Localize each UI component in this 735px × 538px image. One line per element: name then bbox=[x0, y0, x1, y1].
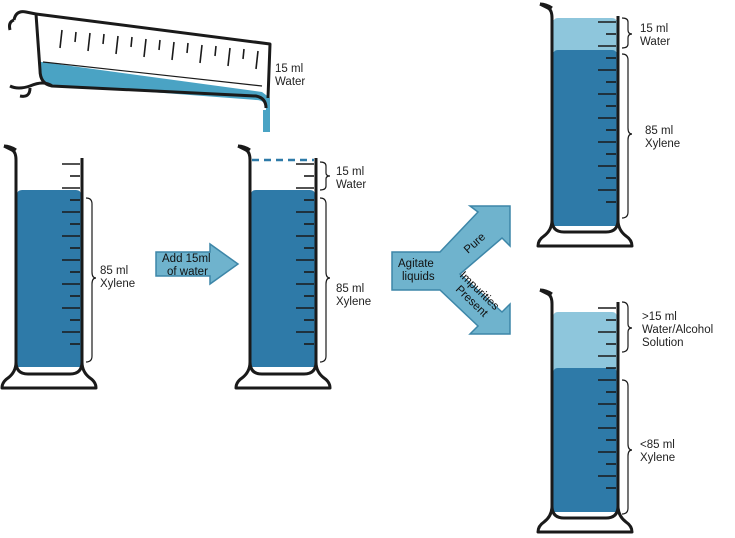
cylinder-1-xylene-amount: 85 ml bbox=[100, 265, 128, 277]
cylinder-2-xylene-amount: 85 ml bbox=[336, 283, 364, 295]
cylinder-pure bbox=[536, 2, 634, 248]
cylinder-2-xylene bbox=[251, 195, 315, 367]
cylinder-2-water-substance: Water bbox=[336, 179, 366, 191]
cylinder-1-xylene bbox=[17, 195, 81, 367]
pour-label-amount: 15 ml bbox=[275, 63, 303, 75]
cylinder-1-xylene-substance: Xylene bbox=[100, 278, 135, 290]
cylinder-impure bbox=[536, 288, 634, 534]
cylinder-2-xylene-substance: Xylene bbox=[336, 296, 371, 308]
agitate-label-line2: liquids bbox=[402, 271, 435, 283]
cylinder-2-water-amount: 15 ml bbox=[336, 166, 364, 178]
cylinder-impure-water bbox=[553, 318, 617, 374]
cylinder-impure-xylene bbox=[553, 372, 617, 512]
cylinder-impure-water-amount: >15 ml bbox=[642, 311, 677, 323]
cylinder-impure-xylene-amount: <85 ml bbox=[640, 439, 675, 451]
agitate-branch-arrow bbox=[391, 205, 511, 335]
cylinder-pure-water-substance: Water bbox=[640, 36, 670, 48]
cylinder-pure-ticks bbox=[598, 21, 616, 203]
pouring-cylinder bbox=[8, 9, 272, 132]
agitate-label-line1: Agitate bbox=[398, 258, 434, 270]
add-water-arrow-line1: Add 15ml bbox=[162, 253, 211, 265]
pour-label-substance: Water bbox=[275, 76, 305, 88]
cylinder-pure-xylene bbox=[553, 52, 617, 226]
cylinder-impure-water-substance: Water/Alcohol bbox=[642, 324, 713, 336]
cylinder-1-ticks bbox=[62, 163, 80, 345]
cylinder-1 bbox=[0, 144, 98, 390]
cylinder-impure-xylene-substance: Xylene bbox=[640, 452, 675, 464]
cylinder-impure-water-solution: Solution bbox=[642, 337, 684, 349]
cylinder-2-ticks bbox=[296, 163, 314, 345]
add-water-arrow-line2: of water bbox=[167, 266, 208, 278]
cylinder-pure-water-amount: 15 ml bbox=[640, 23, 668, 35]
cylinder-pure-xylene-amount: 85 ml bbox=[645, 125, 673, 137]
cylinder-pure-xylene-substance: Xylene bbox=[645, 138, 680, 150]
cylinder-impure-ticks bbox=[598, 307, 616, 489]
water-stream bbox=[263, 110, 268, 132]
cylinder-2 bbox=[234, 144, 332, 390]
add-water-arrow bbox=[155, 242, 240, 286]
